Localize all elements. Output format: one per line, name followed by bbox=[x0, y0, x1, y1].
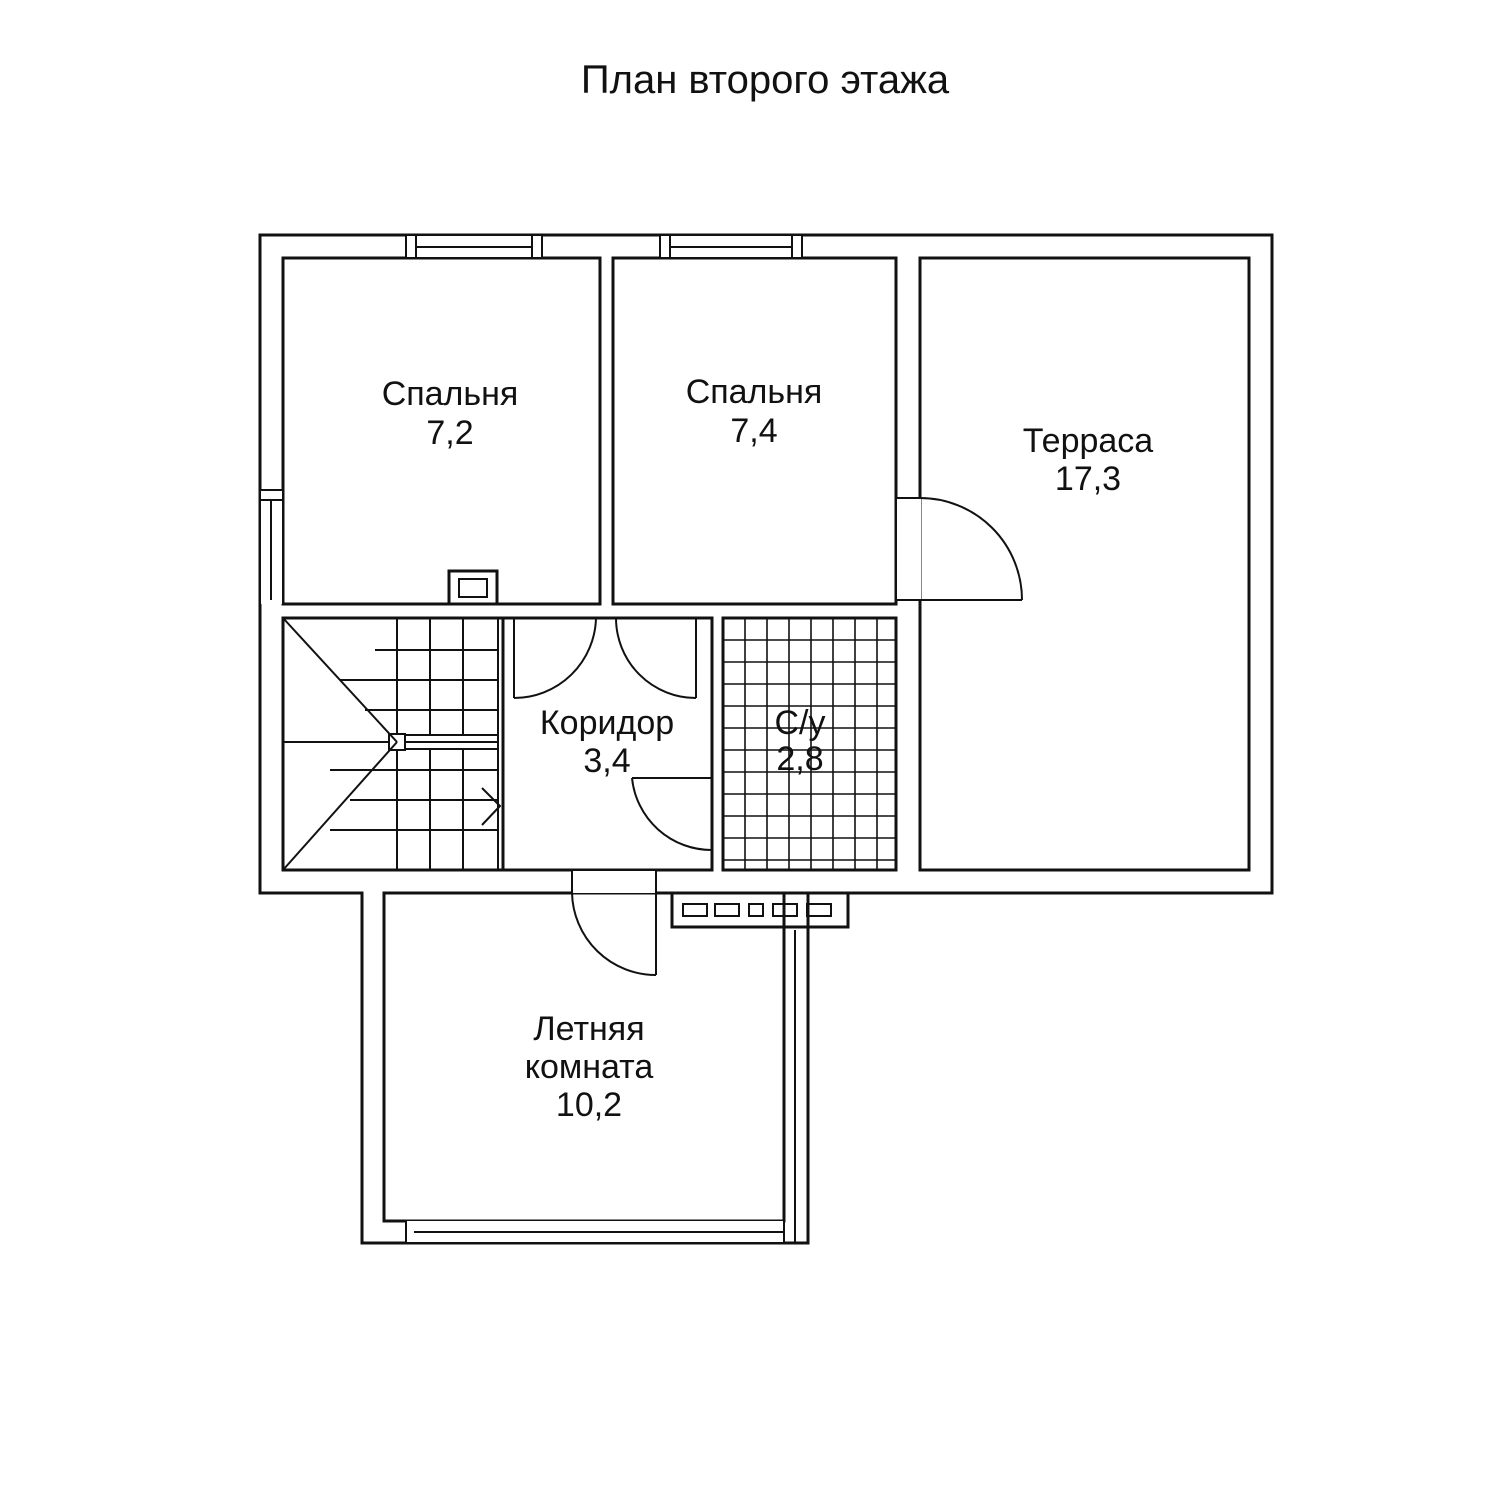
terrace bbox=[897, 256, 1251, 872]
wc-area: 2,8 bbox=[776, 740, 823, 778]
bedroom-1-name: Спальня bbox=[382, 375, 519, 413]
corridor-area: 3,4 bbox=[583, 742, 630, 780]
plan-title: План второго этажа bbox=[580, 58, 950, 102]
bedroom-2 bbox=[611, 236, 898, 606]
summer-room-name-line1: Летняя bbox=[533, 1010, 644, 1048]
wc bbox=[721, 616, 898, 872]
terrace-area: 17,3 bbox=[1055, 460, 1121, 498]
wc-name: С/у bbox=[775, 704, 826, 742]
staircase bbox=[281, 616, 505, 872]
bedroom-1 bbox=[261, 236, 602, 606]
corridor-name: Коридор bbox=[540, 704, 674, 742]
summer-room-name-line2: комната bbox=[525, 1048, 654, 1086]
summer-room-area: 10,2 bbox=[556, 1086, 622, 1124]
bedroom-2-area: 7,4 bbox=[730, 412, 777, 450]
terrace-name: Терраса bbox=[1023, 422, 1153, 460]
corridor bbox=[501, 616, 714, 872]
bedroom-1-area: 7,2 bbox=[426, 414, 473, 452]
radiator bbox=[670, 891, 850, 929]
bedroom-2-name: Спальня bbox=[686, 373, 823, 411]
summer-room bbox=[405, 871, 796, 1243]
